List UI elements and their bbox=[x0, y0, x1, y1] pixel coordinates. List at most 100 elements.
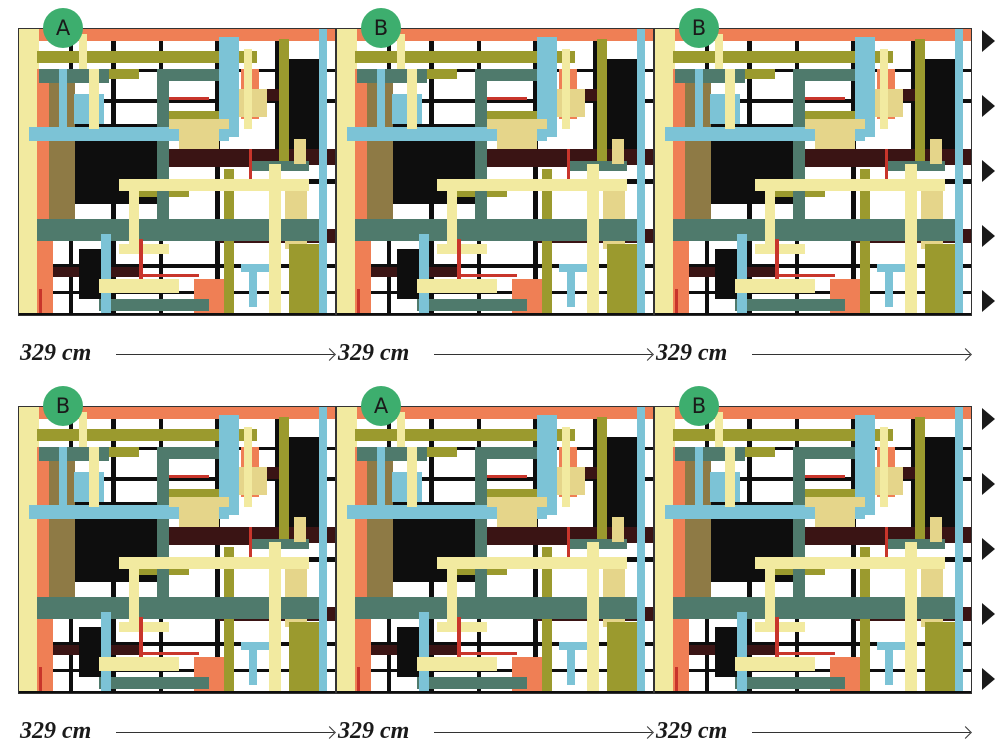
pattern-stripe bbox=[437, 244, 487, 254]
pattern-stripe bbox=[487, 489, 547, 499]
pattern-stripe bbox=[139, 274, 199, 277]
pattern-stripe bbox=[805, 475, 845, 478]
pattern-stripe bbox=[497, 507, 537, 527]
pattern-stripe bbox=[765, 189, 775, 249]
pattern-stripe bbox=[19, 642, 335, 646]
pattern-stripe bbox=[805, 119, 865, 129]
pattern-stripe bbox=[487, 475, 527, 478]
pattern-stripe bbox=[597, 417, 607, 547]
pattern-stripe bbox=[244, 427, 252, 507]
width-measurement-label: 329 cm bbox=[20, 340, 92, 366]
pattern-stripe bbox=[129, 567, 139, 627]
pattern-stripe bbox=[249, 149, 252, 179]
pattern-stripe bbox=[139, 652, 199, 655]
pattern-stripe bbox=[765, 567, 775, 627]
pattern-stripe bbox=[337, 99, 653, 103]
panel-label-badge: B bbox=[361, 8, 401, 48]
pattern-stripe bbox=[19, 407, 335, 419]
triangle-right-icon bbox=[982, 473, 995, 495]
pattern-stripe bbox=[537, 415, 557, 515]
pattern-stripe bbox=[607, 437, 637, 527]
pattern-stripe bbox=[695, 69, 703, 139]
triangle-right-icon bbox=[982, 95, 995, 117]
pattern-stripe bbox=[725, 69, 735, 129]
pattern-stripe bbox=[793, 447, 863, 459]
pattern-stripe bbox=[793, 447, 805, 597]
pattern-stripe bbox=[487, 111, 547, 121]
pattern-stripe bbox=[157, 69, 227, 81]
pattern-stripe bbox=[39, 667, 42, 693]
pattern-stripe bbox=[885, 527, 888, 557]
pattern-stripe bbox=[447, 189, 457, 249]
pattern-stripe bbox=[419, 234, 429, 315]
pattern-stripe bbox=[655, 29, 675, 315]
pattern-stripe bbox=[915, 39, 925, 169]
pattern-stripe bbox=[377, 447, 385, 517]
pattern-stripe bbox=[355, 219, 645, 241]
pattern-stripe bbox=[851, 29, 856, 315]
measurement-arrow-line bbox=[752, 732, 970, 733]
pattern-stripe bbox=[239, 467, 267, 495]
pattern-stripe bbox=[562, 49, 570, 129]
pattern-stripe bbox=[337, 264, 653, 268]
pattern-stripe bbox=[955, 407, 963, 693]
panel-label-badge: A bbox=[43, 8, 83, 48]
pattern-stripe bbox=[101, 234, 111, 315]
arrow-right-icon bbox=[323, 348, 336, 361]
arrow-right-icon bbox=[641, 726, 654, 739]
pattern-stripe bbox=[815, 129, 855, 149]
width-measurement-label: 329 cm bbox=[338, 718, 410, 744]
pattern-stripe bbox=[655, 99, 971, 103]
pattern-stripe bbox=[19, 407, 39, 693]
pattern-stripe bbox=[99, 279, 179, 293]
pattern-stripe bbox=[655, 29, 971, 41]
pattern-stripe bbox=[407, 69, 417, 129]
pattern-stripe bbox=[557, 89, 585, 117]
wallpaper-panel bbox=[336, 28, 654, 316]
pattern-stripe bbox=[19, 477, 335, 481]
pattern-stripe bbox=[19, 29, 39, 315]
pattern-stripe bbox=[755, 244, 805, 254]
pattern-stripe bbox=[755, 622, 805, 632]
pattern-stripe bbox=[925, 244, 955, 315]
pattern-stripe bbox=[37, 597, 327, 619]
triangle-right-icon bbox=[982, 668, 995, 690]
pattern-stripe bbox=[542, 547, 552, 693]
pattern-stripe bbox=[655, 407, 675, 693]
pattern-stripe bbox=[157, 447, 227, 459]
pattern-stripe bbox=[557, 467, 585, 495]
pattern-stripe bbox=[925, 59, 955, 149]
pattern-stripe bbox=[860, 169, 870, 315]
pattern-stripe bbox=[437, 557, 627, 569]
arrow-right-icon bbox=[959, 726, 972, 739]
pattern-stripe bbox=[735, 657, 815, 671]
pattern-stripe bbox=[793, 69, 863, 81]
wallpaper-panel bbox=[18, 28, 336, 316]
pattern-stripe bbox=[487, 497, 547, 507]
measurement-arrow-line bbox=[116, 354, 334, 355]
pattern-stripe bbox=[793, 69, 805, 219]
pattern-stripe bbox=[417, 279, 497, 293]
pattern-stripe bbox=[179, 507, 219, 527]
arrow-right-icon bbox=[959, 348, 972, 361]
pattern-stripe bbox=[457, 274, 517, 277]
pattern-stripe bbox=[877, 264, 907, 272]
pattern-stripe bbox=[119, 244, 169, 254]
pattern-stripe bbox=[99, 677, 209, 689]
pattern-stripe bbox=[294, 517, 306, 542]
pattern-stripe bbox=[533, 29, 538, 315]
pattern-stripe bbox=[880, 49, 888, 129]
pattern-stripe bbox=[637, 407, 645, 693]
arrow-right-icon bbox=[323, 726, 336, 739]
pattern-stripe bbox=[875, 89, 903, 117]
pattern-stripe bbox=[567, 269, 575, 307]
measurement-arrow-line bbox=[434, 732, 652, 733]
pattern-stripe bbox=[735, 299, 845, 311]
pattern-stripe bbox=[597, 39, 607, 169]
triangle-right-icon bbox=[982, 290, 995, 312]
pattern-stripe bbox=[855, 415, 875, 515]
width-measurement-label: 329 cm bbox=[338, 340, 410, 366]
pattern-stripe bbox=[357, 667, 360, 693]
pattern-stripe bbox=[673, 51, 893, 63]
arrow-right-icon bbox=[641, 348, 654, 361]
